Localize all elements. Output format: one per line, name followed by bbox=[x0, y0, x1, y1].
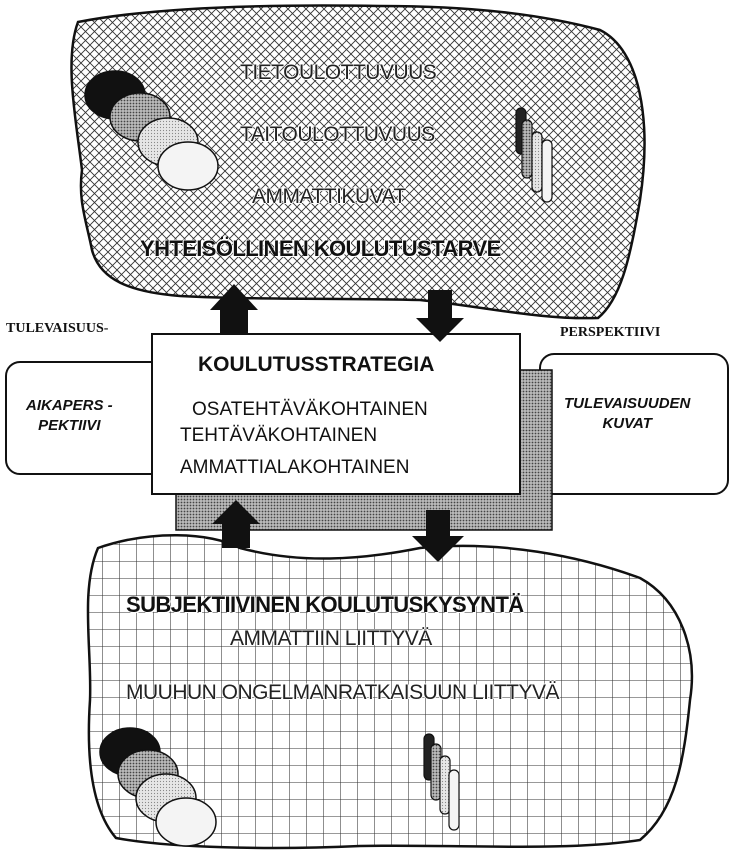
top-cloud-shape bbox=[70, 4, 646, 320]
arrow-down-right-top bbox=[416, 290, 464, 342]
bottom-cloud-shape bbox=[86, 534, 694, 850]
top-cloud-line-knowledge: TIETOULOTTUVUUS bbox=[240, 61, 437, 84]
left-box-text: AIKAPERS - PEKTIIVI bbox=[26, 397, 113, 434]
bottom-cloud-heading: SUBJEKTIIVINEN KOULUTUSKYSYNTÄ bbox=[126, 592, 524, 617]
bottom-bar-pegs-icon bbox=[423, 733, 460, 831]
strategy-item-task: TEHTÄVÄKOHTAINEN bbox=[180, 425, 378, 446]
bottom-cloud-line-profession: AMMATTIIN LIITTYVÄ bbox=[230, 627, 432, 650]
strategy-title: KOULUTUSSTRATEGIA bbox=[198, 353, 435, 376]
arrow-down-right-bottom bbox=[412, 510, 464, 562]
strategy-item-field: AMMATTIALAKOHTAINEN bbox=[180, 457, 410, 478]
strategy-box-shape bbox=[151, 333, 521, 495]
left-side-label: TULEVAISUUS- bbox=[6, 321, 109, 336]
top-cloud-line-skills: TAITOULOTTUVUUS bbox=[240, 123, 435, 146]
top-cloud-line-professions: AMMATTIKUVAT bbox=[252, 185, 406, 208]
bottom-coin-stack-icon bbox=[99, 727, 217, 847]
arrow-up-left-top bbox=[210, 284, 258, 334]
right-side-label: PERSPEKTIIVI bbox=[560, 325, 661, 340]
arrow-up-left-bottom bbox=[212, 500, 260, 548]
top-cloud-heading: YHTEISÖLLINEN KOULUTUSTARVE bbox=[140, 236, 501, 261]
bottom-cloud-line-problem-solving: MUUHUN ONGELMANRATKAISUUN LIITTYVÄ bbox=[126, 681, 560, 704]
top-coin-stack-icon bbox=[84, 70, 219, 191]
strategy-item-subtask: OSATEHTÄVÄKOHTAINEN bbox=[192, 399, 428, 420]
top-bar-pegs-icon bbox=[515, 107, 553, 203]
right-box-text: TULEVAISUUDEN KUVAT bbox=[564, 395, 691, 432]
